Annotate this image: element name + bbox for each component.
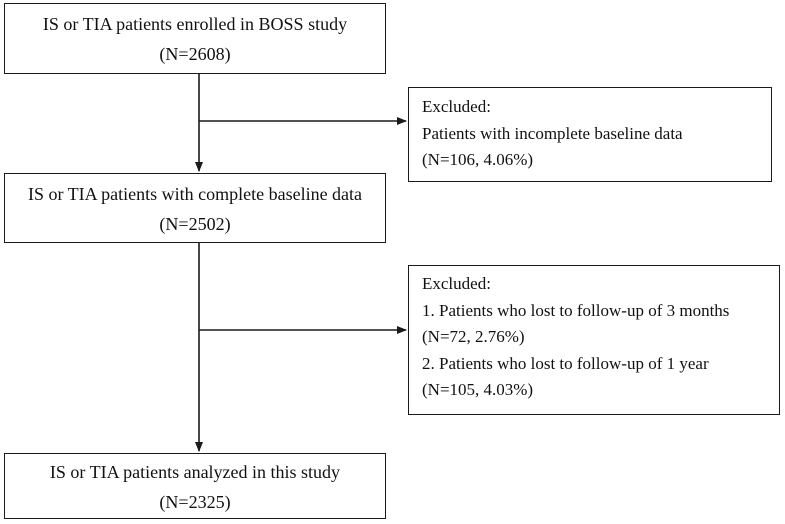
analyzed-count: (N=2325) <box>159 492 231 512</box>
excluded-followup-item-1: 1. Patients who lost to follow-up of 3 m… <box>422 300 730 320</box>
excluded-followup-item-2-count: (N=105, 4.03%) <box>422 380 534 399</box>
excluded-followup-item-1-count: (N=72, 2.76%) <box>422 327 525 346</box>
excluded-followup-item-2: 2. Patients who lost to follow-up of 1 y… <box>422 353 709 373</box>
enrolled-count: (N=2608) <box>159 44 231 64</box>
excluded-baseline-count: (N=106, 4.06%) <box>422 150 534 169</box>
enrolled-box: IS or TIA patients enrolled in BOSS stud… <box>4 3 386 74</box>
analyzed-box: IS or TIA patients analyzed in this stud… <box>4 453 386 519</box>
excluded-baseline-heading: Excluded: <box>422 97 491 116</box>
excluded-baseline-box: Excluded: Patients with incomplete basel… <box>408 87 772 182</box>
analyzed-title: IS or TIA patients analyzed in this stud… <box>49 462 341 482</box>
excluded-followup-box: Excluded: 1. Patients who lost to follow… <box>408 265 780 415</box>
excluded-baseline-reason: Patients with incomplete baseline data <box>422 123 683 143</box>
complete-title: IS or TIA patients with complete baselin… <box>27 184 363 204</box>
complete-box: IS or TIA patients with complete baselin… <box>4 173 386 243</box>
excluded-followup-heading: Excluded: <box>422 274 491 293</box>
complete-count: (N=2502) <box>159 214 231 234</box>
enrolled-title: IS or TIA patients enrolled in BOSS stud… <box>42 14 348 34</box>
